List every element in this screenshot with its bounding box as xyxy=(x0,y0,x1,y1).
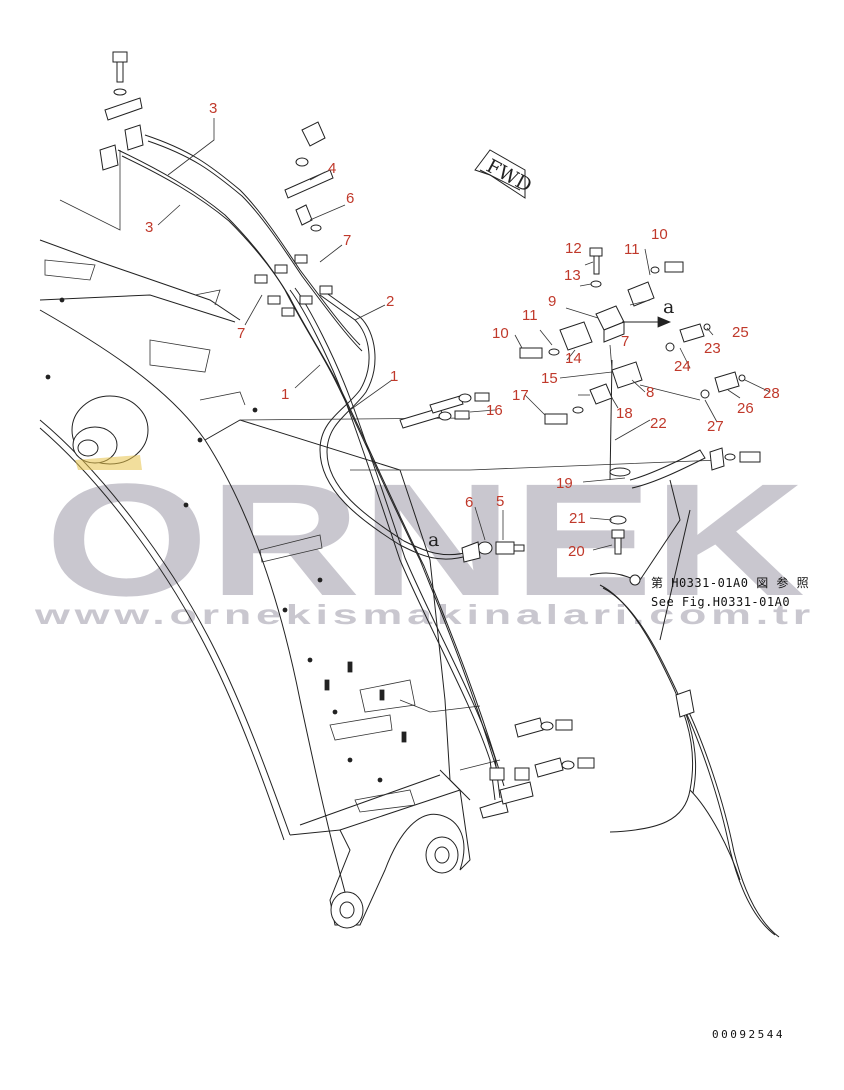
ref-23: 23 xyxy=(704,340,721,357)
document-number: 00092544 xyxy=(712,1028,785,1041)
fwd-arrow: FWD xyxy=(474,149,535,199)
ref-9: 9 xyxy=(548,293,556,310)
boom-outer-edge-2 xyxy=(39,419,291,836)
ref-2: 2 xyxy=(386,293,394,310)
fasteners xyxy=(99,51,595,819)
pipe-2 xyxy=(319,294,471,560)
see-figure-note-jp: 第 H0331-01A0 図 参 照 xyxy=(651,575,809,590)
ref-7-right: 7 xyxy=(621,333,629,350)
ref-27: 27 xyxy=(707,418,724,435)
ref-6-lower: 6 xyxy=(465,494,473,511)
ref-5: 5 xyxy=(496,493,504,510)
boom-structure xyxy=(39,150,721,929)
ref-17: 17 xyxy=(512,387,529,404)
bracket-14 xyxy=(559,321,593,351)
ref-7-left: 7 xyxy=(237,325,245,342)
ref-7-top: 7 xyxy=(343,232,351,249)
ref-8: 8 xyxy=(646,384,654,401)
ref-18: 18 xyxy=(616,405,633,422)
watermark-brand: ORNEK xyxy=(45,450,805,629)
ref-letter-a-lower: a xyxy=(428,529,439,551)
ref-11-left: 11 xyxy=(522,307,538,324)
boom-top-plate xyxy=(39,239,241,321)
pipe-22 xyxy=(609,359,613,481)
reference-numbers: 3 3 4 6 7 7 2 1 1 12 13 9 11 10 7 10 11 … xyxy=(145,100,780,560)
ref-13: 13 xyxy=(564,267,581,284)
wire-harness xyxy=(589,479,780,938)
ref-22: 22 xyxy=(650,415,667,432)
ref-4: 4 xyxy=(328,160,336,177)
pipe-3-upper xyxy=(144,134,361,346)
ref-letter-a-upper: a xyxy=(663,296,674,318)
ref-14: 14 xyxy=(565,350,582,367)
ref-1-left: 1 xyxy=(281,386,289,403)
ref-26: 26 xyxy=(737,400,754,417)
watermark: ORNEK www.ornekismakinalari.com.tr xyxy=(33,450,815,630)
sensor-block-assembly xyxy=(519,247,761,555)
ref-6-top: 6 xyxy=(346,190,354,207)
watermark-url: www.ornekismakinalari.com.tr xyxy=(33,599,815,630)
ref-19: 19 xyxy=(556,475,573,492)
ref-25: 25 xyxy=(732,324,749,341)
ref-3-left: 3 xyxy=(145,219,153,236)
ref-11-top: 11 xyxy=(624,241,640,258)
pipe-3-lower xyxy=(117,149,501,781)
ref-3-top: 3 xyxy=(209,100,217,117)
boom-foot xyxy=(289,769,471,926)
ref-1-right: 1 xyxy=(390,368,398,385)
ref-12: 12 xyxy=(565,240,582,257)
see-figure-note-en: See Fig.H0331-01A0 xyxy=(651,595,790,609)
pipes xyxy=(117,134,706,801)
ref-16: 16 xyxy=(486,402,503,419)
pipe-1 xyxy=(289,289,496,801)
ref-21: 21 xyxy=(569,510,586,527)
pipe-19 xyxy=(629,449,706,489)
leader-lines xyxy=(157,118,771,551)
ref-20: 20 xyxy=(568,543,585,560)
highlight-mark xyxy=(75,455,142,470)
ref-15: 15 xyxy=(541,370,558,387)
ref-24: 24 xyxy=(674,358,691,375)
ref-10-top: 10 xyxy=(651,226,668,243)
ref-28: 28 xyxy=(763,385,780,402)
ref-10-left: 10 xyxy=(492,325,509,342)
